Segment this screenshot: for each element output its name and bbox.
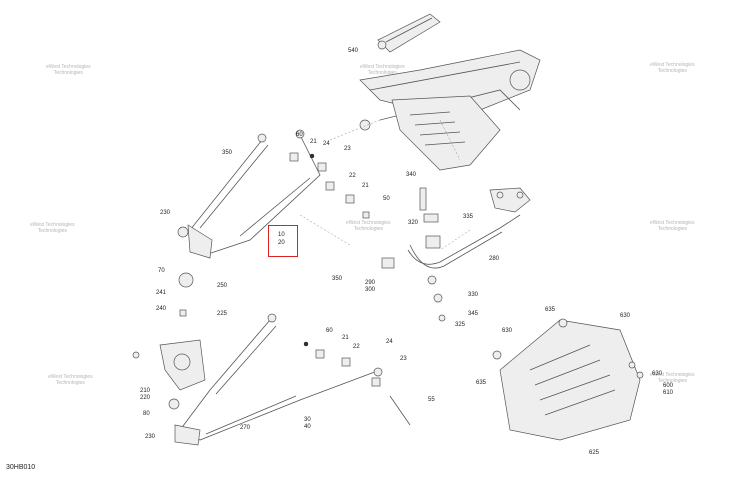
callout-label: 23 [400,356,407,362]
callout-label: 600 [663,383,674,389]
callout-label: 80 [143,411,150,417]
callout-label: 60 [326,328,333,334]
callout-label: 630 [502,328,513,334]
callout-label: 320 [408,220,419,226]
callout-label: 21 [342,335,349,341]
callout-label: 345 [468,311,479,317]
bushings-upper [289,152,370,219]
callout-label: 21 [310,139,317,145]
callout-label: 300 [365,287,376,293]
callout-label: 50 [383,196,390,202]
callout-label: 24 [386,339,393,345]
rear-frame-assembly [359,49,541,171]
callout-label: 625 [589,450,600,456]
highlight-box [268,225,298,257]
upper-bracket [377,13,441,53]
callout-label: 635 [545,307,556,313]
callout-label: 225 [217,311,228,317]
brake-bracket [489,187,531,213]
callout-label: 340 [406,172,417,178]
callout-label: 610 [663,390,674,396]
bushings-lower [303,341,411,426]
callout-label: 290 [365,280,376,286]
callout-label: 325 [455,322,466,328]
callout-label: 20 [278,240,285,246]
callout-label: 270 [240,425,251,431]
callout-label: 40 [304,424,311,430]
callout-label: 250 [217,283,228,289]
callout-label: 540 [348,48,359,54]
callout-label: 55 [428,397,435,403]
lower-a-arm [174,313,383,446]
leader-lines [299,119,471,251]
callout-label: 230 [160,210,171,216]
callout-label: 22 [353,344,360,350]
callout-label: 30 [304,417,311,423]
callout-label: 24 [323,141,330,147]
callout-label: 60 [296,132,303,138]
callout-label: 350 [332,276,343,282]
callout-label: 22 [349,173,356,179]
diagram-code: 30HB010 [6,464,36,471]
callout-label: 241 [156,290,167,296]
callout-label: 70 [158,268,165,274]
callout-label: 10 [278,232,285,238]
callout-label: 335 [463,214,474,220]
callout-label: 630 [652,371,663,377]
skid-plate [492,318,644,441]
callout-label: 220 [140,395,151,401]
callout-label: 230 [145,434,156,440]
callout-label: 630 [620,313,631,319]
callout-label: 240 [156,306,167,312]
upper-a-arm [177,129,321,259]
knuckle [132,272,206,410]
callout-label: 280 [489,256,500,262]
callout-label: 23 [344,146,351,152]
callout-label: 635 [476,380,487,386]
sway-bar [381,187,521,322]
callout-label: 330 [468,292,479,298]
callout-label: 210 [140,388,151,394]
callout-label: 21 [362,183,369,189]
callout-label: 350 [222,150,233,156]
